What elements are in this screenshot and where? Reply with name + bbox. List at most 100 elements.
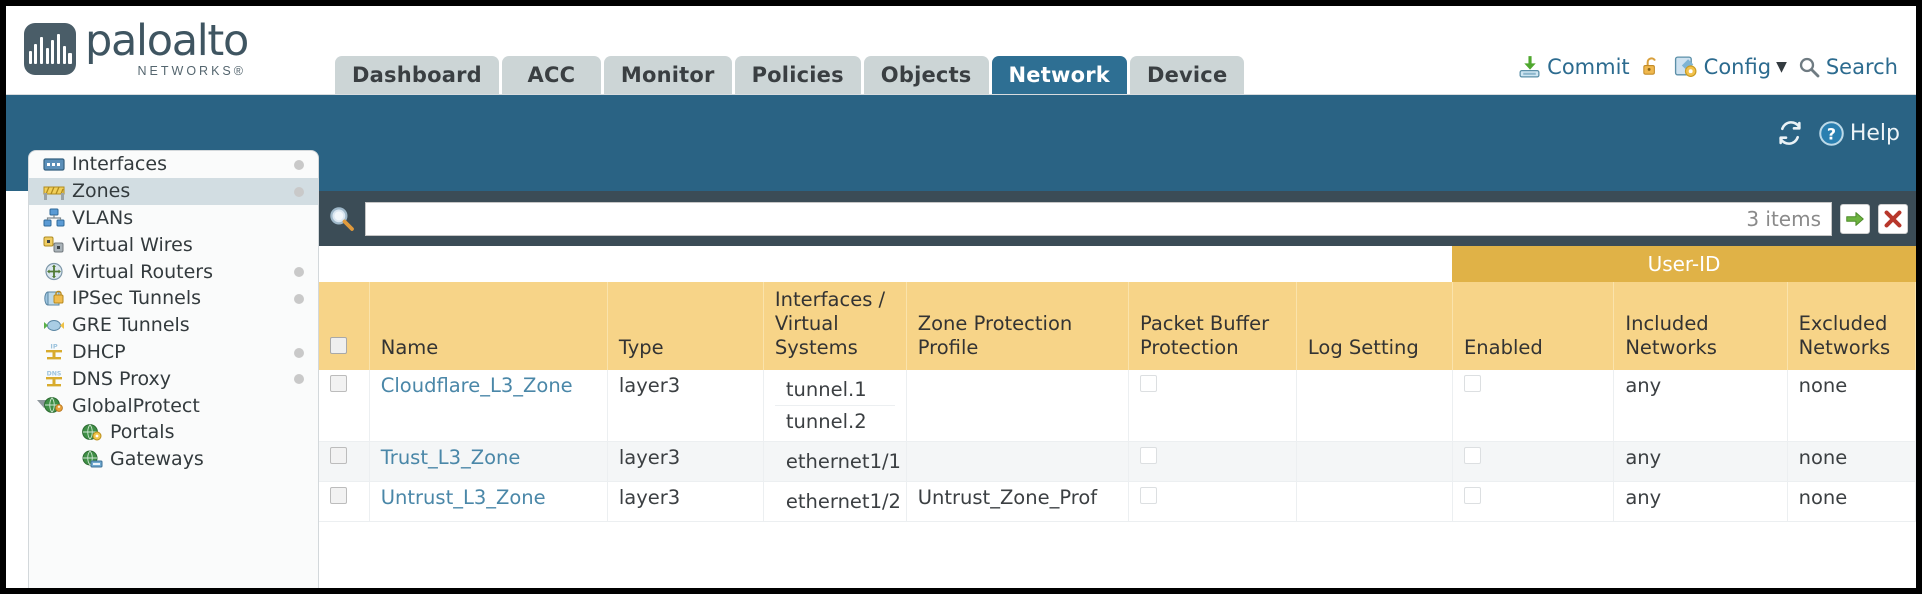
lock-button[interactable] — [1640, 54, 1663, 79]
cell-type: layer3 — [607, 369, 764, 442]
sidebar-item-dns-proxy[interactable]: DNS DNS Proxy — [29, 365, 318, 392]
sidebar-item-globalprotect[interactable]: GlobalProtect — [29, 392, 318, 419]
commit-button[interactable]: Commit — [1517, 54, 1630, 79]
tab-acc[interactable]: ACC — [501, 56, 601, 94]
brand-logo: paloalto NETWORKS® — [24, 16, 249, 78]
tab-device[interactable]: Device — [1129, 56, 1245, 94]
sidebar-item-vlans[interactable]: VLANs — [29, 205, 318, 232]
userid-enabled-checkbox[interactable] — [1463, 446, 1481, 464]
ipsec-tunnels-icon — [43, 289, 65, 308]
sidebar-item-label: VLANs — [72, 206, 134, 229]
cell-log-setting — [1296, 441, 1453, 482]
select-all-checkbox[interactable] — [330, 336, 347, 354]
column-header-included-networks[interactable]: Included Networks — [1613, 282, 1788, 370]
tab-monitor[interactable]: Monitor — [603, 56, 732, 94]
select-all-header — [319, 282, 370, 370]
sidebar-item-label: Portals — [110, 421, 175, 444]
cell-interfaces: ethernet1/2 — [763, 481, 907, 522]
magnifier-icon[interactable] — [327, 204, 357, 234]
sidebar-item-gateways[interactable]: Gateways — [29, 446, 318, 473]
portals-icon — [81, 423, 103, 442]
dns-proxy-icon: DNS — [46, 371, 62, 387]
virtual-wires-icon — [43, 236, 64, 253]
search-input-wrapper[interactable]: 3 items — [365, 201, 1832, 236]
dns-proxy-icon: DNS — [43, 369, 65, 388]
tab-network[interactable]: Network — [991, 56, 1127, 94]
cell-name: Cloudflare_L3_Zone — [369, 369, 608, 442]
item-count-label: 3 items — [1746, 206, 1821, 231]
help-button[interactable]: ? Help — [1818, 120, 1900, 147]
sidebar-item-zones[interactable]: Zones — [29, 177, 318, 205]
config-wrench-icon — [1674, 56, 1697, 77]
group-header-spacer — [319, 246, 1453, 283]
sidebar-item-ipsec-tunnels[interactable]: IPSec Tunnels — [29, 285, 318, 312]
cell-userid-enabled — [1452, 369, 1615, 442]
column-header-excluded-networks[interactable]: Excluded Networks — [1787, 282, 1916, 370]
status-dot[interactable] — [294, 160, 304, 170]
zone-name-link[interactable]: Untrust_L3_Zone — [380, 485, 546, 509]
row-select-checkbox[interactable] — [330, 446, 347, 464]
vlans-icon — [43, 208, 65, 227]
config-label: Config — [1703, 54, 1772, 79]
sidebar-item-gre-tunnels[interactable]: GRE Tunnels — [29, 312, 318, 339]
row-select-checkbox[interactable] — [330, 486, 347, 504]
column-header-type[interactable]: Type — [607, 282, 764, 370]
search-button[interactable]: Search — [1797, 55, 1898, 79]
userid-enabled-checkbox[interactable] — [1463, 486, 1481, 504]
sidebar-item-interfaces[interactable]: Interfaces — [29, 151, 318, 178]
row-select-cell — [319, 481, 370, 522]
cell-included-networks: any — [1613, 369, 1788, 442]
packet-buffer-protection-checkbox[interactable] — [1139, 446, 1157, 464]
packet-buffer-protection-checkbox[interactable] — [1139, 374, 1157, 392]
config-menu-button[interactable]: Config ▼ — [1673, 54, 1787, 79]
group-header-userid: User-ID — [1452, 246, 1916, 283]
column-header-userid-enabled[interactable]: Enabled — [1452, 282, 1615, 370]
column-header-interfaces[interactable]: Interfaces / Virtual Systems — [763, 282, 907, 370]
sidebar-item-virtual-routers[interactable]: Virtual Routers — [29, 258, 318, 285]
packet-buffer-protection-checkbox[interactable] — [1139, 486, 1157, 504]
vlans-icon — [43, 208, 65, 227]
row-select-cell — [319, 441, 370, 482]
userid-enabled-checkbox[interactable] — [1463, 374, 1481, 392]
tab-objects[interactable]: Objects — [863, 56, 989, 94]
column-header-name[interactable]: Name — [369, 282, 608, 370]
gre-tunnels-icon — [43, 316, 65, 335]
virtual-routers-icon — [43, 262, 65, 281]
status-dot[interactable] — [294, 267, 304, 278]
status-dot[interactable] — [294, 293, 304, 304]
sidebar-item-label: Interfaces — [72, 153, 167, 176]
status-dot[interactable] — [294, 186, 304, 197]
status-dot[interactable] — [294, 374, 304, 385]
tab-dashboard[interactable]: Dashboard — [335, 56, 499, 94]
cell-excluded-networks: none — [1787, 441, 1916, 482]
search-input[interactable] — [366, 202, 1747, 235]
row-select-checkbox[interactable] — [330, 374, 347, 392]
cell-included-networks: any — [1613, 481, 1788, 522]
tab-policies[interactable]: Policies — [734, 56, 861, 94]
tree-expand-caret-icon[interactable] — [37, 400, 51, 409]
brand-name: paloalto — [85, 16, 249, 66]
status-dot[interactable] — [294, 347, 304, 358]
zone-name-link[interactable]: Cloudflare_L3_Zone — [380, 373, 573, 397]
clear-filter-button[interactable] — [1878, 203, 1908, 234]
svg-text:?: ? — [1827, 124, 1836, 143]
column-header-zone-protection-profile[interactable]: Zone Protection Profile — [906, 282, 1129, 370]
apply-filter-button[interactable] — [1840, 203, 1870, 234]
dhcp-icon: IP — [43, 342, 65, 361]
refresh-icon[interactable] — [1776, 119, 1804, 147]
sidebar-item-label: DNS Proxy — [72, 367, 171, 390]
commit-label: Commit — [1547, 54, 1630, 79]
sidebar-item-virtual-wires[interactable]: Virtual Wires — [29, 231, 318, 258]
column-header-log-setting[interactable]: Log Setting — [1296, 282, 1453, 370]
sidebar-item-portals[interactable]: Portals — [29, 419, 318, 446]
header-actions: Commit Config ▼ — [1517, 54, 1898, 79]
zone-name-link[interactable]: Trust_L3_Zone — [380, 445, 521, 469]
commit-save-icon — [1519, 56, 1540, 78]
column-header-packet-buffer-protection[interactable]: Packet Buffer Protection — [1128, 282, 1297, 370]
